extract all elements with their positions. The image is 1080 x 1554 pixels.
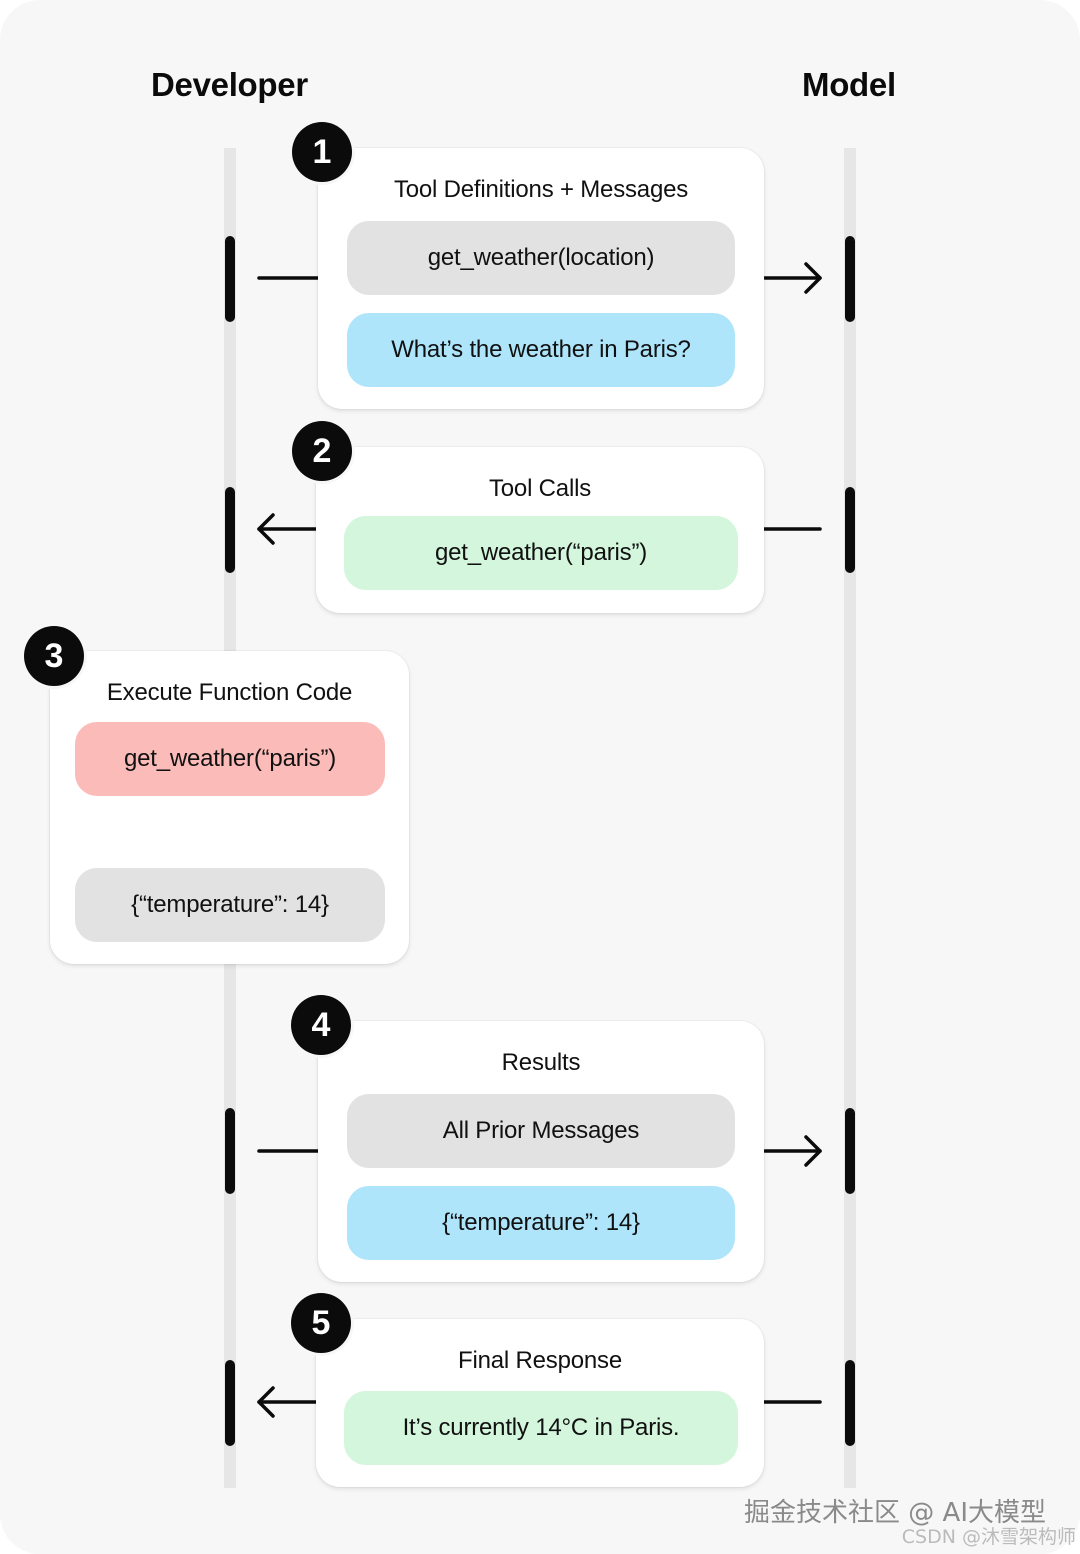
step-2-tool-call: get_weather(“paris”): [344, 516, 738, 590]
step-1-tool-definition: get_weather(location): [347, 221, 735, 295]
developer-activation-1: [225, 236, 235, 322]
developer-activation-4: [225, 1108, 235, 1194]
watermark-secondary: CSDN @沐雪架构师: [901, 1526, 1076, 1548]
step-1-title: Tool Definitions + Messages: [393, 176, 689, 203]
step-4-card: Results All Prior Messages {“temperature…: [318, 1021, 764, 1282]
step-3-title: Execute Function Code: [106, 679, 353, 706]
step-1-user-message: What’s the weather in Paris?: [347, 313, 735, 387]
step-4-function-output: {“temperature”: 14}: [347, 1186, 735, 1260]
step-5-card: Final Response It’s currently 14°C in Pa…: [316, 1319, 764, 1487]
model-activation-1: [845, 236, 855, 322]
step-2-title: Tool Calls: [488, 475, 592, 502]
step-3-function-result: {“temperature”: 14}: [75, 868, 385, 942]
step-5-final-response: It’s currently 14°C in Paris.: [344, 1391, 738, 1465]
step-1-card: Tool Definitions + Messages get_weather(…: [318, 148, 764, 409]
step-4-title: Results: [501, 1049, 581, 1076]
step-2-badge: 2: [292, 421, 352, 481]
step-3-card: Execute Function Code get_weather(“paris…: [50, 651, 409, 964]
step-1-badge: 1: [292, 122, 352, 182]
model-activation-5: [845, 1360, 855, 1446]
watermark-primary: 掘金技术社区 @ AI大模型: [744, 1498, 1046, 1528]
developer-activation-2: [225, 487, 235, 573]
model-activation-2: [845, 487, 855, 573]
developer-activation-5: [225, 1360, 235, 1446]
model-activation-4: [845, 1108, 855, 1194]
step-5-title: Final Response: [458, 1347, 622, 1374]
step-2-card: Tool Calls get_weather(“paris”): [316, 447, 764, 613]
step-4-badge: 4: [291, 995, 351, 1055]
model-column-title: Model: [802, 66, 896, 103]
step-5-badge: 5: [291, 1293, 351, 1353]
step-3-function-call: get_weather(“paris”): [75, 722, 385, 796]
step-4-prior-messages: All Prior Messages: [347, 1094, 735, 1168]
step-3-badge: 3: [24, 626, 84, 686]
developer-column-title: Developer: [151, 66, 308, 103]
